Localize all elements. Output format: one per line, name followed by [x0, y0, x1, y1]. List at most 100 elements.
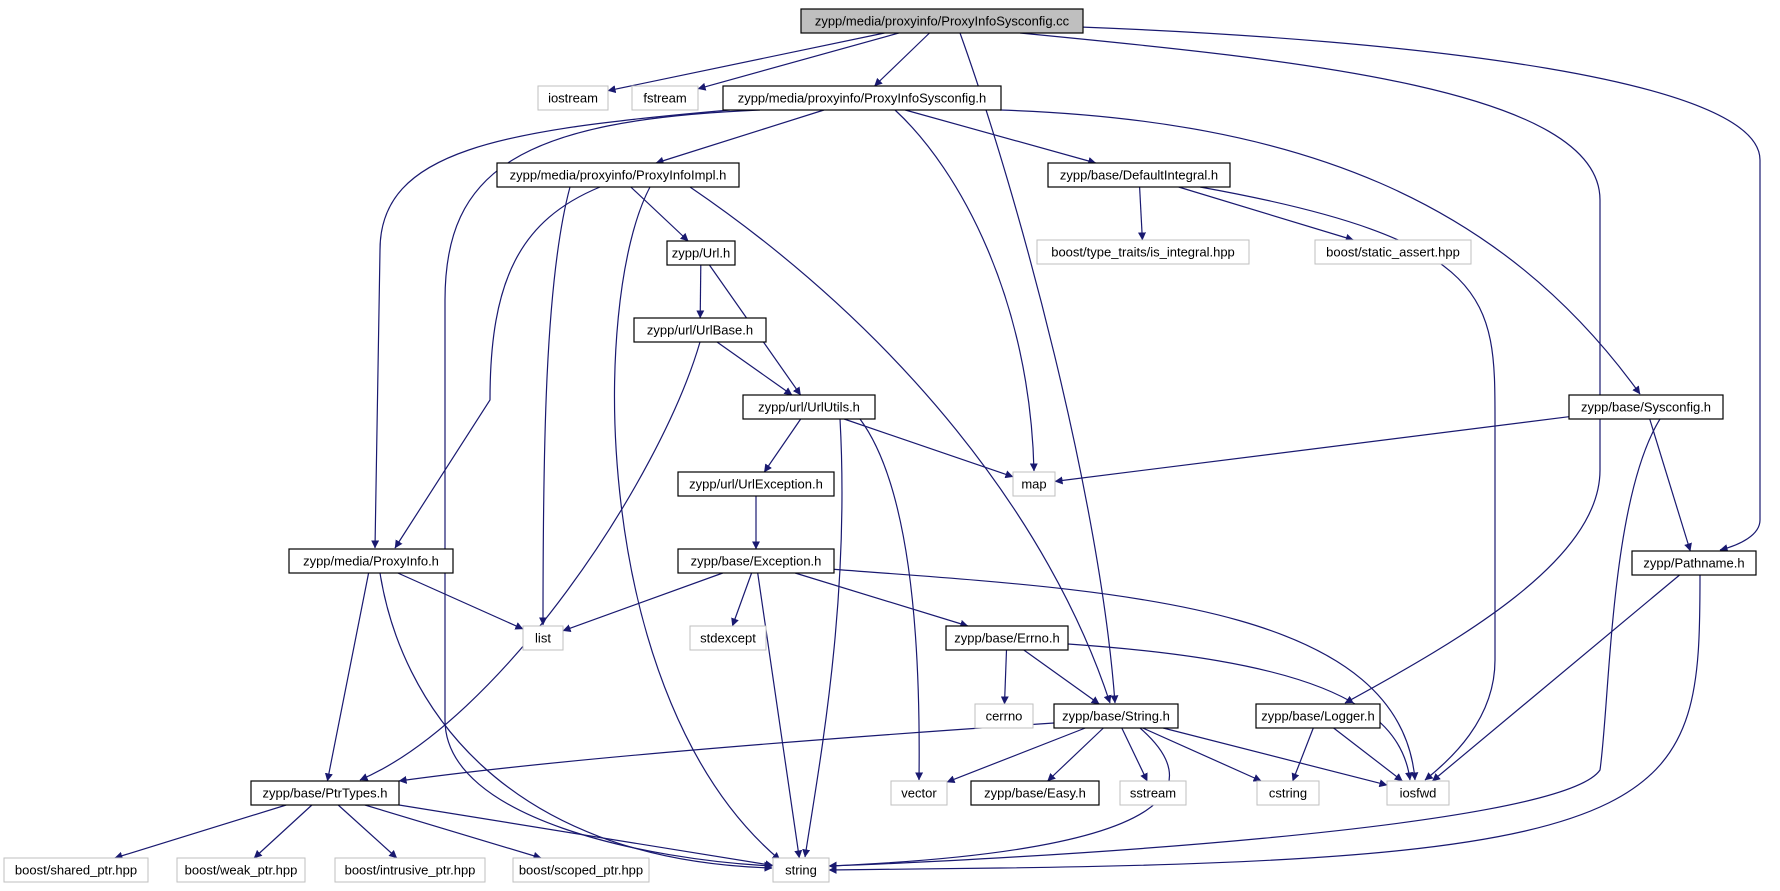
edge-proxyinfo-to-string — [379, 572, 773, 872]
node-box — [512, 857, 650, 883]
edge-string_h-to-iosfwd — [1162, 727, 1388, 788]
node-box — [176, 857, 306, 883]
edge-root-to-pathname — [1079, 26, 1761, 553]
node-label: boost/type_traits/is_integral.hpp — [1051, 245, 1235, 260]
node-pisc_h[interactable]: zypp/media/proxyinfo/ProxyInfoSysconfig.… — [722, 85, 1002, 111]
edge-exception-to-string — [757, 572, 803, 859]
node-vector: vector — [890, 780, 948, 806]
node-label: list — [535, 631, 551, 646]
node-box — [945, 625, 1069, 651]
edge-exception-to-iosfwd — [829, 568, 1419, 781]
node-box — [631, 85, 699, 111]
node-box — [537, 85, 609, 111]
node-box — [974, 703, 1034, 729]
node-label: zypp/base/PtrTypes.h — [262, 786, 387, 801]
edge-errno-to-iosfwd — [1067, 643, 1414, 781]
edge-string_h-to-ptrtypes — [398, 722, 1055, 784]
edge-pisc_h-to-piimpl — [655, 109, 825, 165]
node-pathname[interactable]: zypp/Pathname.h — [1631, 550, 1757, 576]
node-label: fstream — [643, 91, 686, 106]
edge-urlutils-to-string — [802, 418, 843, 858]
node-stdexcept: stdexcept — [689, 625, 767, 651]
edge-urlbase-to-ptrtypes — [359, 341, 701, 781]
edge-string_h-to-vector — [946, 727, 1086, 784]
node-label: zypp/media/proxyinfo/ProxyInfoSysconfig.… — [738, 91, 987, 106]
node-exception[interactable]: zypp/base/Exception.h — [677, 548, 835, 574]
edge-root-to-string_h — [959, 32, 1119, 704]
node-scoped_ptr: boost/scoped_ptr.hpp — [512, 857, 650, 883]
edge-sysconfig-to-pathname — [1649, 418, 1692, 552]
node-box — [677, 471, 835, 497]
edge-urlutils-to-urlexc — [763, 418, 802, 473]
node-label: cstring — [1269, 786, 1307, 801]
node-iostream: iostream — [537, 85, 609, 111]
node-box — [1036, 239, 1250, 265]
node-piimpl[interactable]: zypp/media/proxyinfo/ProxyInfoImpl.h — [496, 162, 740, 188]
edge-piimpl-to-string — [613, 186, 781, 861]
node-box — [1631, 550, 1757, 576]
node-is_integral: boost/type_traits/is_integral.hpp — [1036, 239, 1250, 265]
edge-piimpl-to-proxyinfo — [394, 186, 601, 549]
node-box — [689, 625, 767, 651]
node-fstream: fstream — [631, 85, 699, 111]
node-defint[interactable]: zypp/base/DefaultIntegral.h — [1047, 162, 1231, 188]
edge-errno-to-string_h — [1023, 649, 1100, 705]
edge-defint-to-is_integral — [1138, 186, 1146, 241]
edge-pathname-to-iosfwd — [1432, 574, 1680, 782]
node-box — [800, 8, 1084, 34]
edge-string_h-to-easy — [1047, 727, 1104, 782]
node-box — [3, 857, 149, 883]
node-proxyinfo[interactable]: zypp/media/ProxyInfo.h — [288, 548, 454, 574]
node-box — [1256, 780, 1320, 806]
node-label: sstream — [1130, 786, 1176, 801]
node-label: boost/scoped_ptr.hpp — [519, 863, 643, 878]
node-root[interactable]: zypp/media/proxyinfo/ProxyInfoSysconfig.… — [800, 8, 1084, 34]
node-box — [677, 548, 835, 574]
edge-proxyinfo-to-ptrtypes — [324, 572, 370, 782]
node-urlbase[interactable]: zypp/url/UrlBase.h — [633, 317, 767, 343]
edge-errno-to-cerrno — [1000, 649, 1009, 705]
node-box — [1386, 780, 1450, 806]
node-label: boost/intrusive_ptr.hpp — [345, 863, 476, 878]
node-urlexc[interactable]: zypp/url/UrlException.h — [677, 471, 835, 497]
edge-urlbase-to-urlutils — [716, 341, 793, 396]
node-label: zypp/base/Errno.h — [954, 631, 1060, 646]
edge-piimpl-to-string_h — [689, 186, 1112, 704]
node-cstring: cstring — [1256, 780, 1320, 806]
edge-root-to-pisc_h — [874, 32, 930, 87]
node-box — [970, 780, 1100, 806]
edge-defint-to-static_assert — [1178, 186, 1354, 242]
edge-exception-to-stdexcept — [731, 572, 753, 627]
node-label: stdexcept — [700, 631, 756, 646]
node-label: boost/static_assert.hpp — [1326, 245, 1460, 260]
node-string_h[interactable]: zypp/base/String.h — [1053, 703, 1179, 729]
node-easy[interactable]: zypp/base/Easy.h — [970, 780, 1100, 806]
edge-pisc_h-to-defint — [905, 109, 1097, 165]
node-label: zypp/media/proxyinfo/ProxyInfoSysconfig.… — [815, 14, 1070, 29]
node-label: zypp/Pathname.h — [1643, 556, 1744, 571]
node-sysconfig[interactable]: zypp/base/Sysconfig.h — [1568, 394, 1724, 420]
node-label: zypp/url/UrlException.h — [689, 477, 823, 492]
node-label: zypp/base/Exception.h — [691, 554, 822, 569]
node-box — [890, 780, 948, 806]
node-label: cerrno — [986, 709, 1023, 724]
edge-ptrtypes-to-shared_ptr — [114, 804, 287, 860]
node-box — [1119, 780, 1187, 806]
edge-ptrtypes-to-intrusive_ptr — [337, 804, 398, 859]
node-errno[interactable]: zypp/base/Errno.h — [945, 625, 1069, 651]
edge-logger-to-iosfwd — [1333, 727, 1403, 782]
node-label: boost/weak_ptr.hpp — [185, 863, 298, 878]
node-label: map — [1021, 477, 1046, 492]
node-url[interactable]: zypp/Url.h — [666, 240, 736, 266]
edge-piimpl-to-url — [630, 186, 689, 242]
edge-urlutils-to-vector — [859, 418, 924, 781]
edge-pisc_h-to-proxyinfo — [371, 109, 731, 549]
node-label: zypp/media/proxyinfo/ProxyInfoImpl.h — [510, 168, 727, 183]
node-box — [633, 317, 767, 343]
node-ptrtypes[interactable]: zypp/base/PtrTypes.h — [250, 780, 400, 806]
node-urlutils[interactable]: zypp/url/UrlUtils.h — [742, 394, 876, 420]
edge-string_h-to-cstring — [1142, 727, 1262, 782]
node-label: zypp/base/DefaultIntegral.h — [1060, 168, 1218, 183]
node-logger[interactable]: zypp/base/Logger.h — [1255, 703, 1381, 729]
